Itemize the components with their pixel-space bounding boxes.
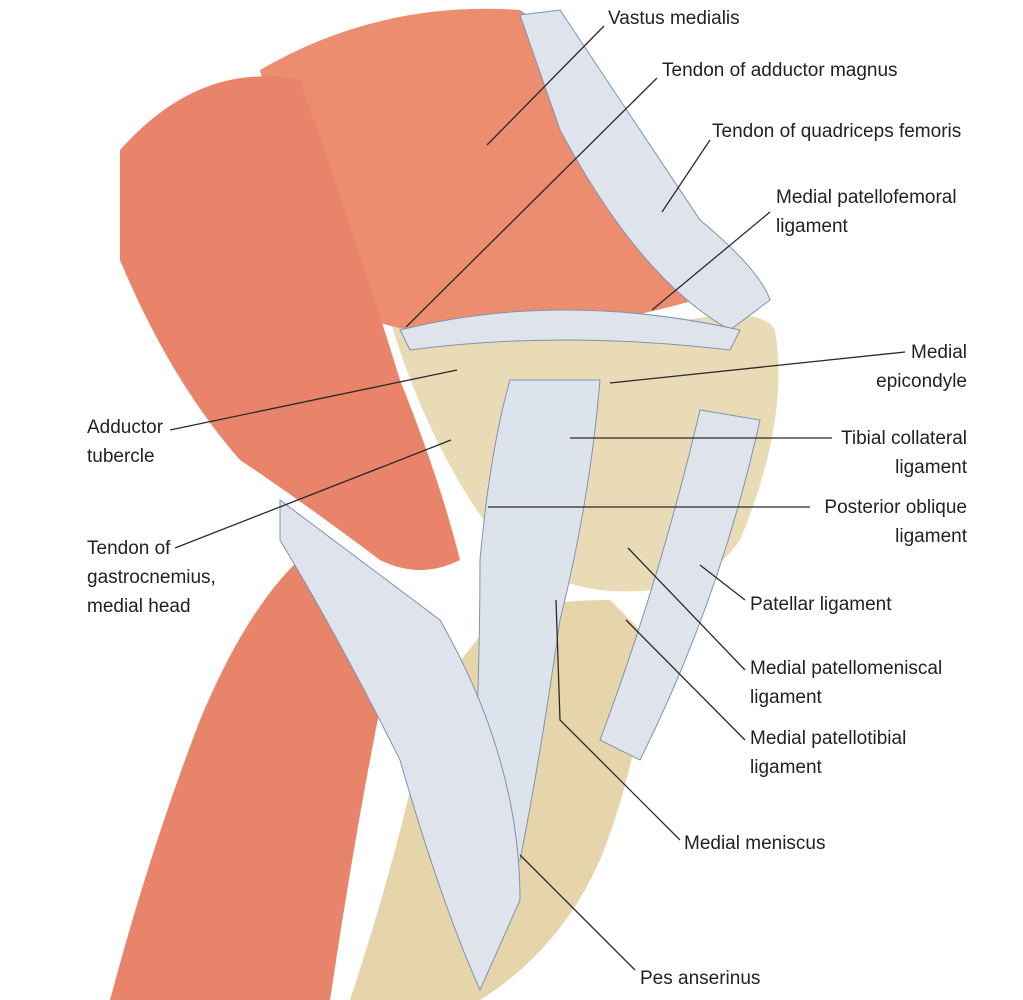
gastrocnemius-muscle bbox=[110, 550, 390, 1000]
tibial-collateral-ligament bbox=[469, 379, 601, 861]
mpfl-band bbox=[399, 309, 741, 351]
label-medial-meniscus: Medial meniscus bbox=[684, 833, 826, 854]
label-tendon-adductor-magnus: Tendon of adductor magnus bbox=[662, 60, 898, 81]
label-tendon-quadriceps: Tendon of quadriceps femoris bbox=[712, 121, 962, 142]
patellar-ligaments bbox=[599, 409, 761, 761]
pes-anserinus-tendons bbox=[279, 499, 521, 992]
label-pes-anserinus: Pes anserinus bbox=[640, 968, 761, 989]
sartorius-muscle bbox=[120, 76, 460, 570]
vastus-medialis-muscle bbox=[260, 8, 730, 340]
label-patellar-ligament: Patellar ligament bbox=[750, 594, 892, 615]
leader-lines bbox=[169, 25, 906, 971]
quadriceps-tendon bbox=[519, 9, 771, 331]
label-vastus-medialis: Vastus medialis bbox=[608, 8, 740, 29]
